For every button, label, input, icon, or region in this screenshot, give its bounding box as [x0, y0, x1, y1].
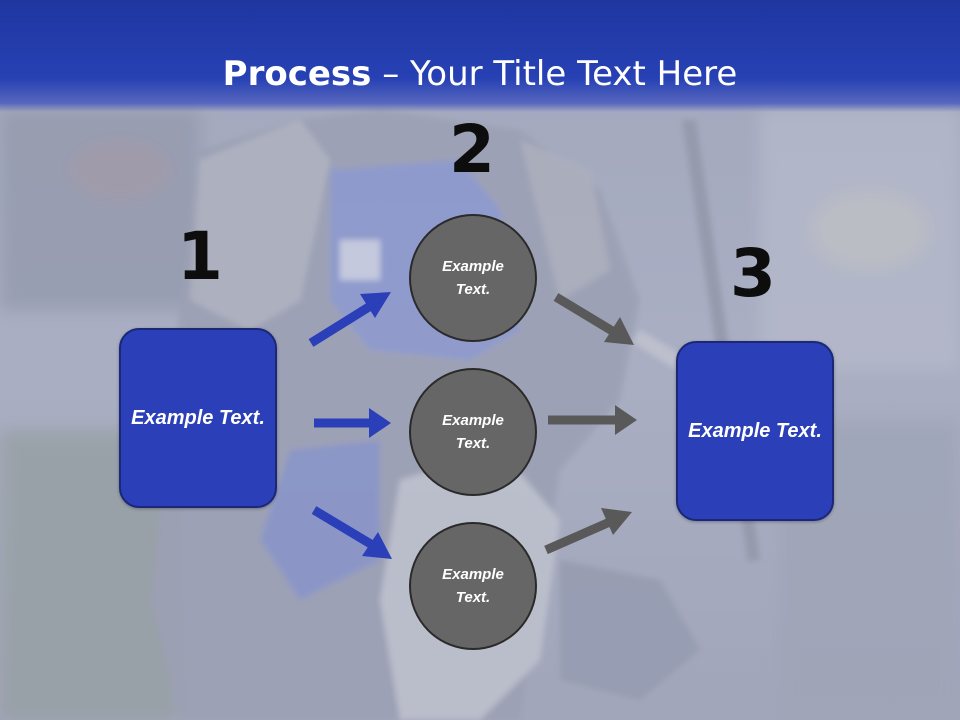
title-band: [0, 0, 960, 112]
step-number-2: 2: [449, 111, 495, 188]
process-box-right: Example Text.: [676, 341, 834, 521]
process-box-right-text: Example Text.: [688, 419, 822, 442]
process-circle-middle: Example Text.: [409, 368, 537, 496]
step-number-3: 3: [730, 235, 776, 312]
process-circle-top: Example Text.: [409, 214, 537, 342]
title-separator: –: [371, 54, 411, 94]
process-circle-middle-text: Example Text.: [442, 412, 504, 452]
title-rest: Your Title Text Here: [410, 54, 738, 94]
process-circle-top-text: Example Text.: [442, 258, 504, 298]
process-box-left: Example Text.: [119, 328, 277, 508]
step-number-1: 1: [177, 218, 223, 295]
process-circle-bottom: Example Text.: [409, 522, 537, 650]
slide-title: Process – Your Title Text Here: [0, 52, 960, 96]
process-box-left-text: Example Text.: [131, 406, 265, 429]
process-circle-bottom-text: Example Text.: [442, 566, 504, 606]
title-bold-part: Process: [222, 54, 372, 94]
